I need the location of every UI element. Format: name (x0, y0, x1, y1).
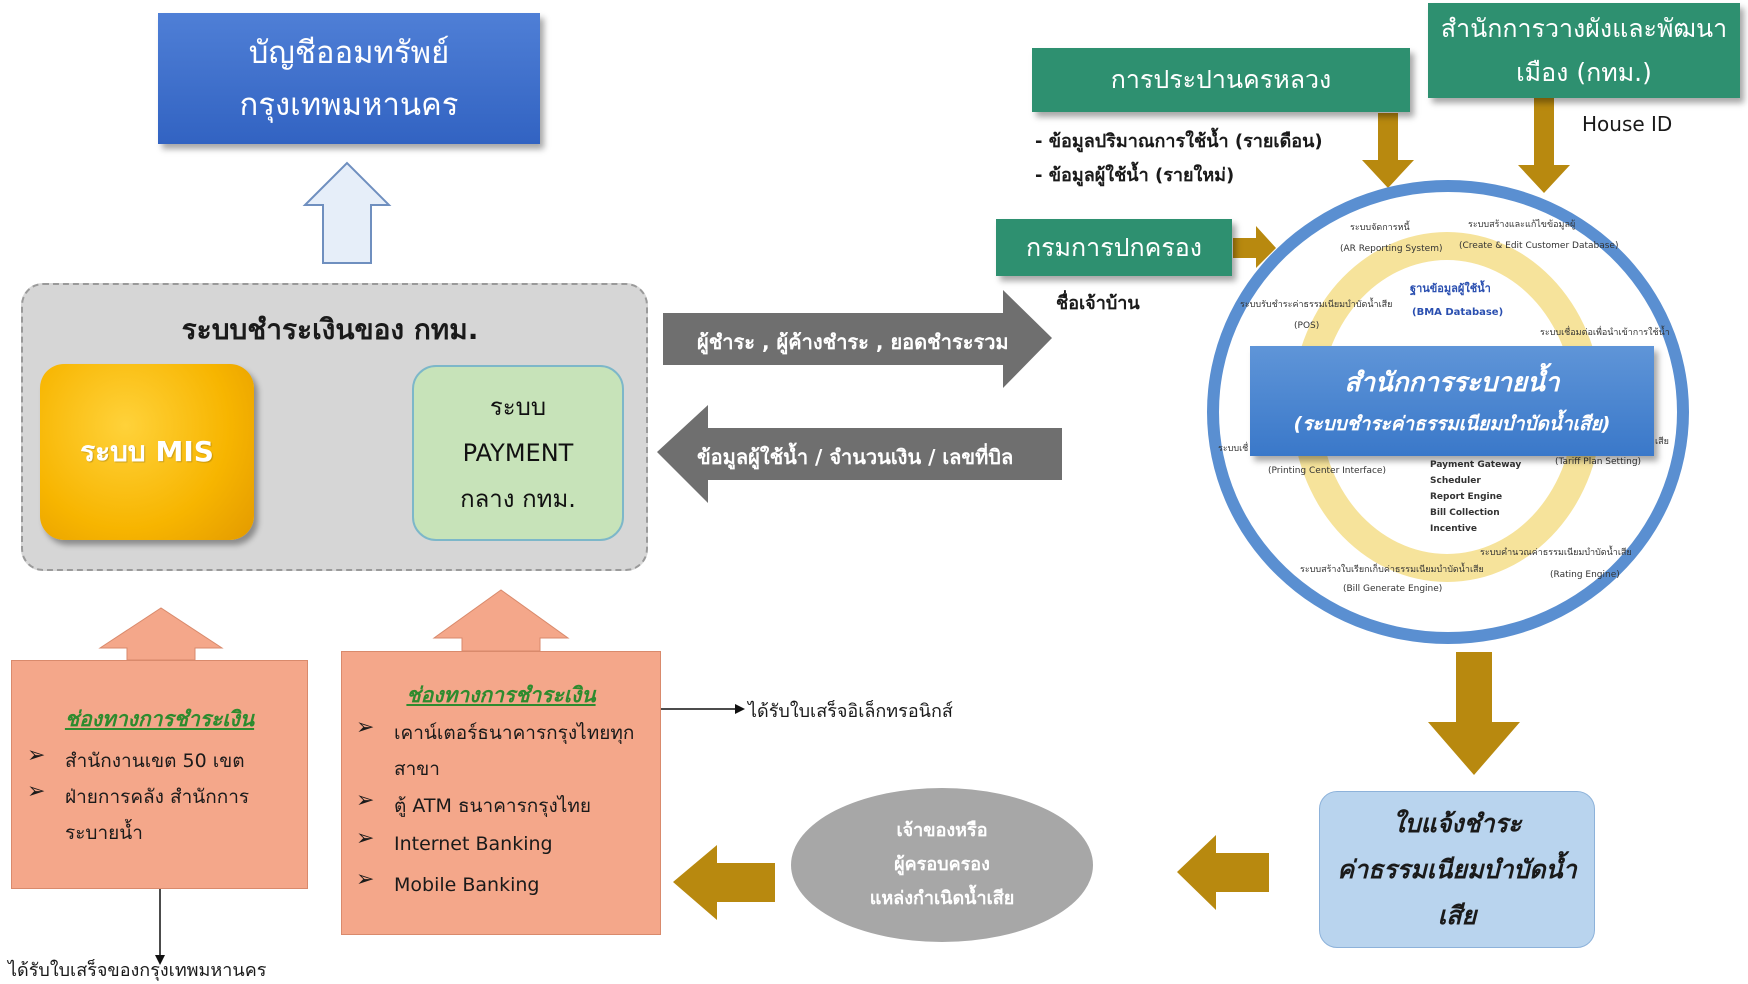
up-arrow-right-channel (432, 589, 570, 652)
channels-left-title: ช่องทางการชำระเงิน (64, 707, 255, 731)
cycle-label-print-en: (Printing Center Interface) (1268, 466, 1386, 476)
drainage-subtitle: (ระบบชำระค่าธรรมเนียมบำบัดน้ำเสีย) (1293, 413, 1611, 435)
mis-label: ระบบ MIS (80, 435, 214, 468)
waterworks-note-2: - ข้อมูลผู้ใช้น้ำ (รายใหม่) (1035, 165, 1235, 186)
channel-right-item: ➢ Internet Banking (356, 826, 553, 862)
drainage-department-banner: สำนักการระบายน้ำ (ระบบชำระค่าธรรมเนียมบำ… (1250, 346, 1654, 456)
drainage-title: สำนักการระบายน้ำ (1344, 368, 1560, 398)
receipt-arrowhead-left (155, 955, 165, 965)
receipt-note-left: ได้รับใบเสร็จของกรุงเทพมหานคร (8, 960, 267, 981)
arrow-left-owner-to-channel (673, 845, 775, 920)
central-payment-line1: ระบบ (489, 393, 547, 421)
house-id-note: House ID (1582, 112, 1673, 136)
cycle-label-bill-th: ระบบสร้างใบเรียกเก็บค่าธรรมเนียมบำบัดน้ำ… (1300, 565, 1484, 575)
inner-list-item: Scheduler (1430, 476, 1481, 486)
cycle-label-pos-th: ระบบรับชำระค่าธรรมเนียมบำบัดน้ำเสีย (1240, 300, 1393, 310)
arrow-down-to-bill (1428, 652, 1520, 775)
payment-channels-right: ช่องทางการชำระเงิน ➢ เคาน์เตอร์ธนาคารกรุ… (341, 651, 661, 935)
cycle-label-create-en: (Create & Edit Customer Database) (1459, 241, 1619, 251)
channel-right-item-line: สาขา (394, 758, 440, 780)
receipt-arrowhead-right (735, 704, 745, 714)
city-planning-line1: สำนักการวางผังและพัฒนา (1440, 13, 1728, 43)
bma-database-title: ฐานข้อมูลผู้ใช้น้ำ (1410, 282, 1491, 295)
bma-database-subtitle: (BMA Database) (1412, 307, 1504, 318)
arrow-right-dopa (1233, 226, 1276, 268)
receipt-note-right: ได้รับใบเสร็จอิเล็กทรอนิกส์ (748, 701, 953, 722)
payment-channels-left: ช่องทางการชำระเงิน ➢ สำนักงานเขต 50 เขต … (11, 660, 308, 889)
central-payment-line3: กลาง กทม. (460, 485, 576, 513)
channel-left-item-text: สำนักงานเขต 50 เขต (65, 750, 245, 772)
bill-notice-line1: ใบแจ้งชำระ (1392, 808, 1522, 838)
channel-right-item: ➢ ตู้ ATM ธนาคารกรุงไทย (356, 788, 591, 824)
bullet-arrow-icon: ➢ (27, 743, 46, 768)
channel-right-item-text: เคาน์เตอร์ธนาคารกรุงไทยทุก สาขา (394, 715, 634, 787)
bma-account-line1: บัญชีออมทรัพย์ (248, 34, 450, 71)
cycle-label-ar-th: ระบบจัดการหนี้ (1350, 223, 1410, 233)
cycle-label-pos-en: (POS) (1294, 321, 1320, 331)
city-planning-line2: เมือง (กทม.) (1516, 57, 1652, 87)
inner-list-item: Report Engine (1430, 492, 1503, 502)
bullet-arrow-icon: ➢ (356, 715, 375, 740)
up-arrow-to-account (302, 161, 392, 264)
arrow-right-label: ผู้ชำระ , ผู้ค้างชำระ , ยอดชำระรวม (697, 330, 1009, 354)
cycle-label-import-th: ระบบเชื่อมต่อเพื่อนำเข้าการใช้น้ำ (1540, 328, 1670, 338)
channels-right-title: ช่องทางการชำระเงิน (406, 683, 596, 707)
central-payment-line2: PAYMENT (462, 439, 574, 467)
cycle-label-bill-en: (Bill Generate Engine) (1343, 584, 1443, 594)
waterworks-box: การประปานครหลวง (1032, 48, 1410, 112)
bill-notice-line2: ค่าธรรมเนียมบำบัดน้ำ (1337, 854, 1577, 884)
channel-left-item: ➢ สำนักงานเขต 50 เขต (27, 743, 245, 779)
up-arrow-left-channel (98, 607, 224, 661)
owner-oval: เจ้าของหรือ ผู้ครอบครอง แหล่งกำเนิดน้ำเส… (791, 788, 1093, 942)
cycle-label-tariff-en: (Tariff Plan Setting) (1555, 457, 1642, 467)
bullet-arrow-icon: ➢ (356, 826, 375, 851)
bullet-arrow-icon: ➢ (27, 779, 46, 804)
bill-notice-line3: เสีย (1437, 900, 1477, 930)
owner-line3: แหล่งกำเนิดน้ำเสีย (869, 888, 1015, 909)
channel-right-item: ➢ เคาน์เตอร์ธนาคารกรุงไทยทุก สาขา (356, 715, 634, 787)
inner-list-item: Payment Gateway (1430, 460, 1522, 470)
cycle-label-rating-en: (Rating Engine) (1550, 570, 1620, 580)
arrow-down-city-planning (1518, 98, 1570, 193)
bma-account-line2: กรุงเทพมหานคร (239, 86, 459, 123)
cycle-label-rating-th: ระบบคำนวณค่าธรรมเนียมบำบัดน้ำเสีย (1480, 548, 1632, 558)
channel-right-item: ➢ Mobile Banking (356, 867, 539, 903)
dopa-note: ชื่อเจ้าบ้าน (1056, 293, 1140, 314)
channel-right-item-text: Mobile Banking (394, 874, 540, 896)
bma-savings-account-box: บัญชีออมทรัพย์ กรุงเทพมหานคร (158, 13, 540, 144)
cycle-label-create-th: ระบบสร้างและแก้ไขข้อมูลผู้ (1468, 220, 1576, 230)
owner-line2: ผู้ครอบครอง (894, 854, 990, 875)
bullet-arrow-icon: ➢ (356, 867, 375, 892)
mis-system-box: ระบบ MIS (40, 364, 254, 540)
bullet-arrow-icon: ➢ (356, 788, 375, 813)
cycle-label-tariff-th: เสีย (1655, 437, 1669, 447)
owner-line1: เจ้าของหรือ (896, 820, 988, 841)
inner-list-item: Incentive (1430, 524, 1477, 534)
channel-left-item: ➢ ฝ่ายการคลัง สำนักการ ระบายน้ำ (27, 779, 249, 851)
arrow-left-gray (657, 405, 1062, 503)
channel-right-item-line: เคาน์เตอร์ธนาคารกรุงไทยทุก (394, 722, 635, 744)
channel-left-item-text: ฝ่ายการคลัง สำนักการ ระบายน้ำ (65, 779, 249, 851)
channel-left-item-line: ระบายน้ำ (65, 822, 143, 844)
channel-right-item-text: Internet Banking (394, 833, 553, 855)
payment-system-title: ระบบชำระเงินของ กทม. (181, 313, 479, 346)
arrow-right-gray (663, 290, 1052, 388)
bill-notice-box: ใบแจ้งชำระ ค่าธรรมเนียมบำบัดน้ำ เสีย (1319, 791, 1595, 948)
arrow-left-bill-to-owner (1177, 835, 1269, 910)
city-planning-box: สำนักการวางผังและพัฒนา เมือง (กทม.) (1428, 3, 1740, 98)
arrow-down-waterworks (1362, 113, 1414, 188)
cycle-label-ar-en: (AR Reporting System) (1340, 244, 1443, 254)
arrow-left-label: ข้อมูลผู้ใช้น้ำ / จำนวนเงิน / เลขที่บิล (697, 445, 1014, 469)
channel-left-item-line: ฝ่ายการคลัง สำนักการ (65, 786, 250, 808)
central-payment-box: ระบบ PAYMENT กลาง กทม. (412, 365, 624, 541)
cycle-label-print-th: ระบบเชื่ (1218, 444, 1249, 454)
channel-right-item-text: ตู้ ATM ธนาคารกรุงไทย (394, 795, 591, 817)
inner-list-item: Bill Collection (1430, 508, 1500, 518)
dopa-box: กรมการปกครอง (996, 219, 1232, 276)
waterworks-note-1: - ข้อมูลปริมาณการใช้น้ำ (รายเดือน) (1035, 131, 1323, 152)
